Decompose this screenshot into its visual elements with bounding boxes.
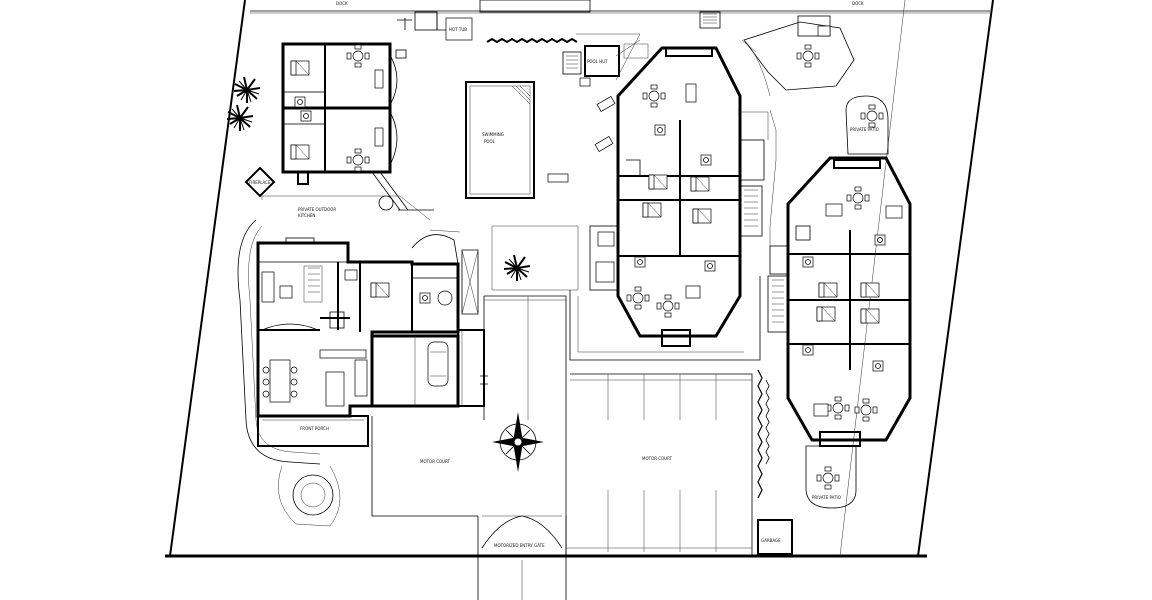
hot-tub bbox=[445, 17, 473, 41]
firepit bbox=[244, 166, 276, 198]
motor-court-left-label: MOTOR COURT bbox=[420, 459, 451, 464]
villa-b bbox=[767, 156, 912, 447]
top-right-patio bbox=[741, 21, 855, 97]
pool-label-1: SWIMMING bbox=[482, 132, 504, 137]
palm-tree-1 bbox=[233, 76, 261, 104]
private-patio-top bbox=[845, 95, 889, 155]
motor-court-right-label: MOTOR COURT bbox=[642, 456, 673, 461]
pool-hut bbox=[562, 45, 620, 77]
outdoor-kitchen-label-1: PRIVATE OUTDOOR bbox=[298, 207, 336, 212]
pool-label-2: POOL bbox=[484, 139, 496, 144]
entry-gate-label: MOTORIZED ENTRY GATE bbox=[494, 543, 545, 548]
hedge-right bbox=[757, 369, 763, 499]
garage bbox=[370, 329, 488, 408]
private-patio-bottom-label: PRIVATE PATIO bbox=[812, 495, 841, 500]
firepit-label: FIREPLACE bbox=[249, 180, 271, 185]
north-arrow-compass bbox=[492, 412, 544, 472]
swimming-pool bbox=[465, 77, 616, 199]
palm-tree-3 bbox=[503, 254, 531, 282]
dock-right-label: DOCK bbox=[852, 1, 864, 6]
guest-house-north bbox=[281, 42, 409, 211]
walkway-left bbox=[237, 219, 321, 465]
villa-a bbox=[589, 39, 769, 347]
outdoor-kitchen-label-2: KITCHEN bbox=[298, 213, 315, 218]
front-porch-label: FRONT PORCH bbox=[300, 426, 329, 431]
private-patio-top-label: PRIVATE PATIO bbox=[850, 127, 879, 132]
entry-gate bbox=[477, 515, 567, 600]
private-patio-bottom bbox=[805, 445, 857, 509]
garbage-enclosure bbox=[757, 519, 793, 555]
hedge bbox=[486, 37, 578, 44]
hot-tub-label: HOT TUB bbox=[449, 27, 467, 32]
garbage-label: GARBAGE bbox=[761, 538, 781, 543]
pool-hut-label: POOL HUT bbox=[587, 59, 608, 64]
motor-court-parking bbox=[371, 373, 753, 556]
main-house bbox=[256, 237, 460, 447]
dock-left-label: DOCK bbox=[336, 1, 348, 6]
property-boundary bbox=[165, 0, 994, 558]
fountain bbox=[292, 474, 334, 516]
